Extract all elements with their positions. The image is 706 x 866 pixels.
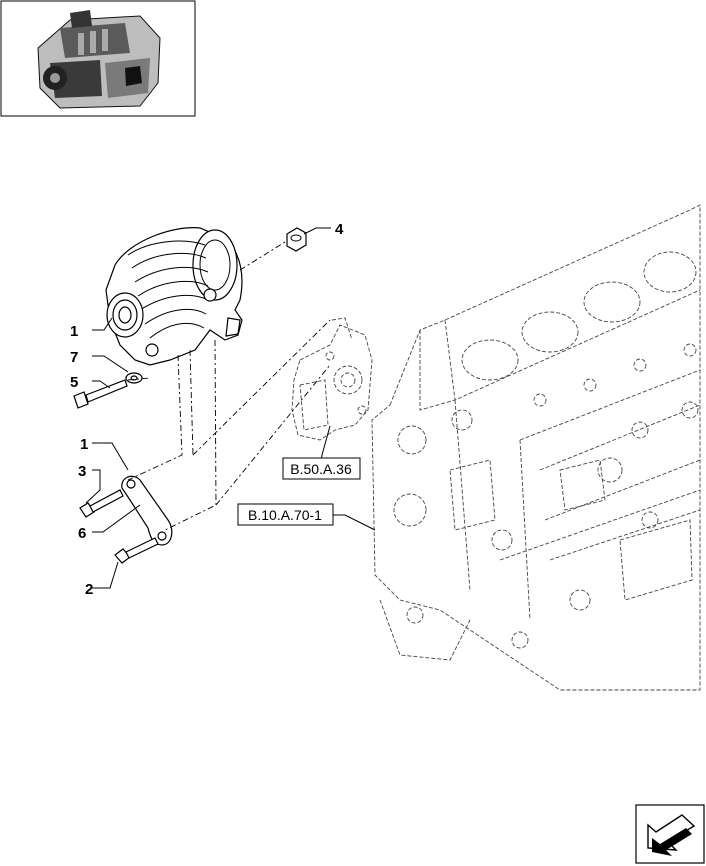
engine-thumbnail-icon[interactable] (0, 0, 196, 117)
callout-1-bracket: 1 (80, 436, 88, 453)
callout-7-washer: 7 (70, 349, 78, 366)
callout-4-nut: 4 (335, 221, 344, 238)
bracket (121, 475, 173, 546)
pump-housing (291, 317, 373, 441)
reference-b50-label: B.50.A.36 (290, 461, 352, 477)
callout-2-bolt: 2 (85, 581, 93, 598)
callout-1-alternator: 1 (70, 323, 78, 340)
callout-3-bolt: 3 (78, 463, 86, 480)
alternator (105, 227, 243, 366)
alternator-bolt (73, 379, 128, 409)
callout-6-bracket: 6 (78, 525, 86, 542)
reference-b50[interactable]: B.50.A.36 (282, 457, 361, 480)
reference-b10-label: B.10.A.70-1 (248, 507, 322, 523)
bracket-bolt-lower (114, 537, 159, 564)
next-page-arrow-icon[interactable] (635, 804, 705, 864)
reference-b10[interactable]: B.10.A.70-1 (237, 503, 334, 526)
callout-5-bolt: 5 (70, 374, 78, 391)
engine-block (371, 204, 701, 691)
nut (286, 227, 307, 252)
bracket-bolt-upper (79, 489, 124, 518)
